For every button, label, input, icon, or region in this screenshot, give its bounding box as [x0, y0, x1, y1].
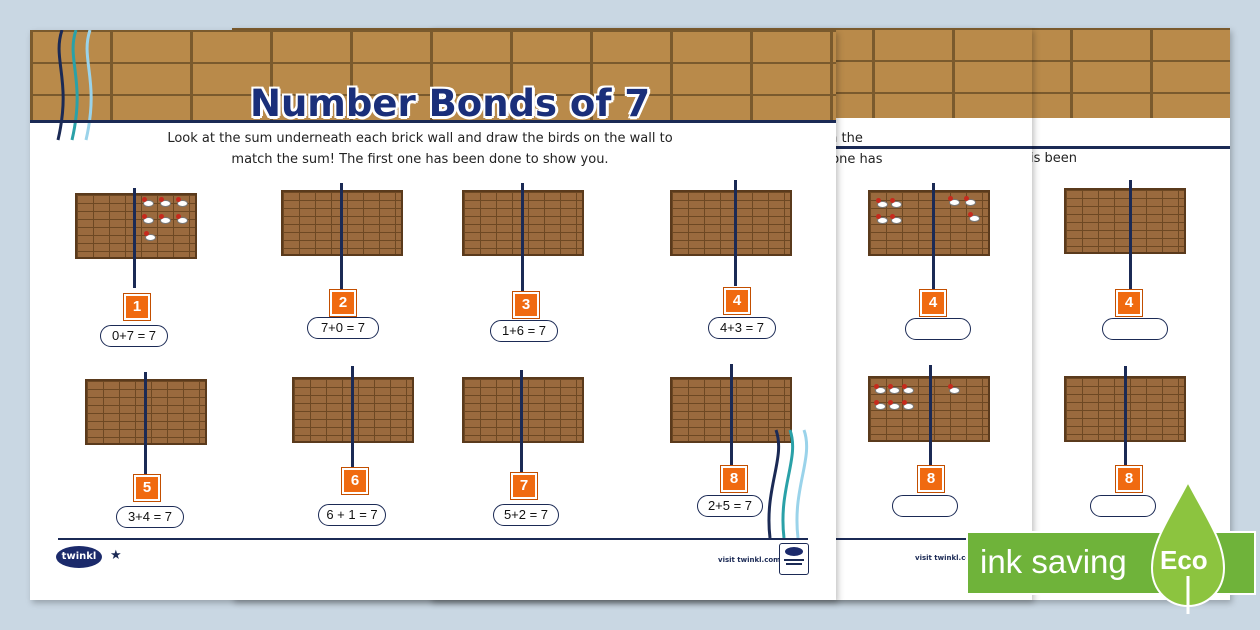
pole-6: [351, 366, 354, 470]
answer-oval[interactable]: [905, 318, 971, 340]
bird: [902, 400, 914, 410]
bird: [888, 400, 900, 410]
answer-oval[interactable]: [1090, 495, 1156, 517]
sum-1: 0+7 = 7: [100, 325, 168, 347]
bird: [876, 198, 888, 208]
number-box-7: 7: [510, 472, 538, 500]
bird: [948, 384, 960, 394]
bird: [142, 214, 154, 224]
sum-7: 5+2 = 7: [493, 504, 559, 526]
pole: [929, 365, 932, 467]
bird: [176, 197, 188, 207]
header-rule: [30, 120, 836, 123]
brick-wall-1: [75, 193, 197, 259]
twinkl-logo: twinkl: [56, 546, 102, 568]
pole-5: [144, 372, 147, 476]
visit-link[interactable]: visit twinkl.com: [718, 556, 781, 564]
bird: [876, 214, 888, 224]
pole-1: [133, 188, 136, 288]
bird: [874, 400, 886, 410]
number-box: 8: [917, 465, 945, 493]
partial-instruction: is been: [1030, 151, 1078, 166]
number-box-5: 5: [133, 474, 161, 502]
eco-leaf-icon: [1150, 480, 1226, 614]
decorative-waves-bottom: [767, 429, 809, 539]
sum-3: 1+6 = 7: [490, 320, 558, 342]
bird: [142, 197, 154, 207]
bird: [902, 384, 914, 394]
sum-4: 4+3 = 7: [708, 317, 776, 339]
pole-4: [734, 180, 737, 286]
decorative-waves-top: [56, 30, 93, 141]
brick-wall-4: [670, 190, 792, 256]
number-box-8: 8: [720, 465, 748, 493]
bird: [968, 212, 980, 222]
pole-3: [521, 183, 524, 291]
quality-badge-icon: [779, 543, 809, 575]
brick-wall: [1064, 188, 1186, 254]
bird: [888, 384, 900, 394]
pole-8: [730, 364, 733, 468]
footer-rule: [58, 538, 808, 540]
number-box: 4: [919, 289, 947, 317]
number-box-3: 3: [512, 291, 540, 319]
visit-link[interactable]: visit twinkl.com: [915, 554, 978, 562]
brick-header: [30, 30, 836, 120]
number-box-1: 1: [123, 293, 151, 321]
pole: [1129, 180, 1132, 290]
number-box-2: 2: [329, 289, 357, 317]
answer-oval[interactable]: [1102, 318, 1168, 340]
instruction-text: Look at the sum underneath each brick wa…: [167, 131, 673, 167]
number-box-6: 6: [341, 467, 369, 495]
number-box-4: 4: [723, 287, 751, 315]
star-icon: ★: [110, 548, 122, 563]
bird: [964, 196, 976, 206]
eco-label: Eco: [1160, 545, 1208, 575]
worksheet-front: Number Bonds of 7 Look at the sum undern…: [30, 30, 836, 600]
bird: [176, 214, 188, 224]
number-box: 8: [1115, 465, 1143, 493]
bird: [890, 198, 902, 208]
sum-8: 2+5 = 7: [697, 495, 763, 517]
brick-wall-7: [462, 377, 584, 443]
sum-6: 6 + 1 = 7: [318, 504, 386, 526]
bird: [948, 196, 960, 206]
sum-5: 3+4 = 7: [116, 506, 184, 528]
sum-2: 7+0 = 7: [307, 317, 379, 339]
pole-2: [340, 183, 343, 289]
number-box: 4: [1115, 289, 1143, 317]
bird: [874, 384, 886, 394]
pole: [1124, 366, 1127, 468]
ink-saving-label: ink saving: [980, 543, 1127, 580]
bird: [159, 197, 171, 207]
bird: [890, 214, 902, 224]
bird: [144, 231, 156, 241]
answer-oval[interactable]: [892, 495, 958, 517]
bird: [159, 214, 171, 224]
pole-7: [520, 370, 523, 474]
pole: [932, 183, 935, 291]
page-title: Number Bonds of 7: [250, 82, 651, 125]
